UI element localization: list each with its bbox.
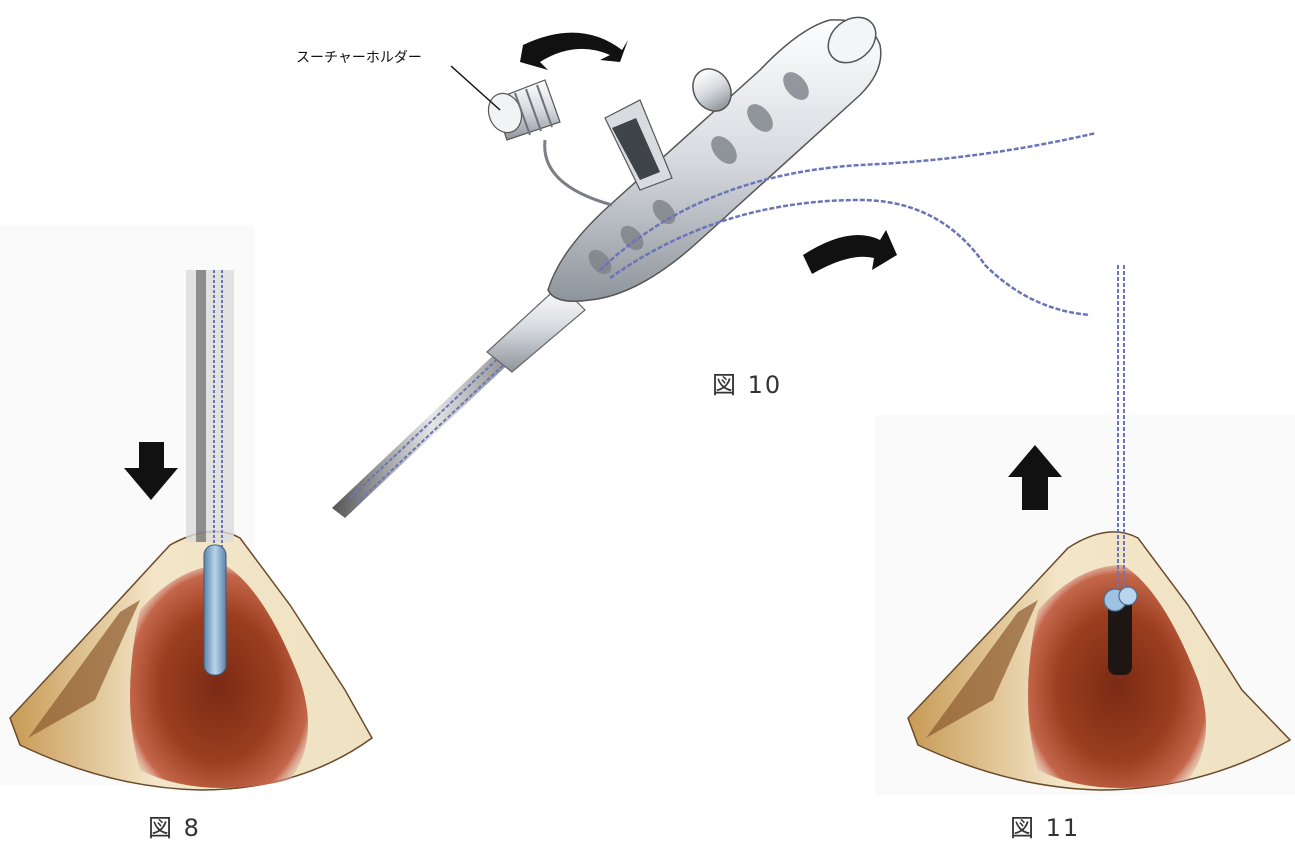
figure-11 xyxy=(875,265,1295,795)
callout-leader-line xyxy=(451,66,500,110)
curved-arrow-icon xyxy=(803,230,897,274)
inserter-shaft-shadow xyxy=(196,270,206,542)
inserter-shaft xyxy=(186,270,234,542)
anchor xyxy=(204,545,226,675)
figure-8 xyxy=(0,225,372,790)
suture-knot xyxy=(1119,587,1137,605)
suture-holder xyxy=(483,80,612,205)
figure-10-caption: 図 10 xyxy=(712,365,782,400)
suture-holder-label: スーチャーホルダー xyxy=(296,47,422,67)
holder-tether xyxy=(545,140,612,205)
figure-8-caption: 図 8 xyxy=(148,808,201,843)
figure-11-caption: 図 11 xyxy=(1010,808,1080,843)
curved-arrow-icon xyxy=(520,33,628,70)
